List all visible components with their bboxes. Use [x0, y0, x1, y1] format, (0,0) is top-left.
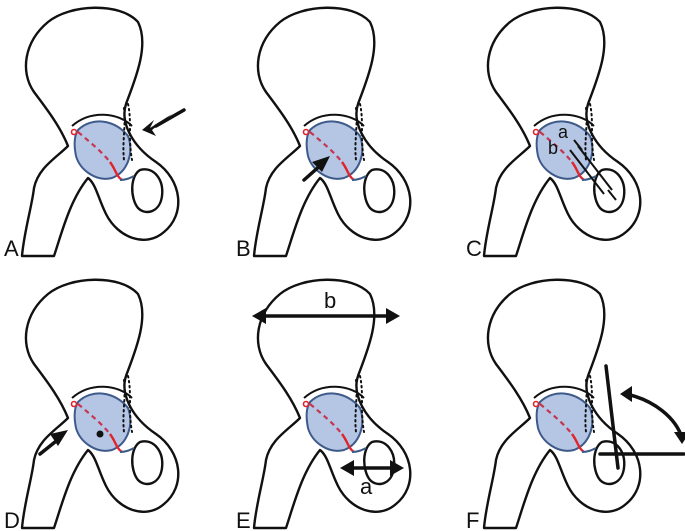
- annotation-a-c: a: [558, 122, 569, 142]
- panel-a: A: [4, 6, 186, 261]
- panel-c: a b C: [466, 6, 642, 261]
- panel-label-a: A: [4, 236, 19, 261]
- panel-label-f: F: [466, 508, 479, 531]
- arrow-b: [312, 156, 330, 172]
- panel-label-b: B: [236, 236, 251, 261]
- arrow-d: [50, 430, 68, 446]
- panel-label-e: E: [236, 508, 251, 531]
- panel-e: b a E: [236, 278, 412, 531]
- panel-label-d: D: [4, 508, 20, 531]
- annotation-a-e: a: [360, 474, 373, 499]
- annotation-b-e: b: [324, 288, 336, 313]
- annotation-b-c: b: [548, 138, 558, 158]
- panel-f: F: [466, 278, 685, 531]
- panel-b: B: [236, 6, 412, 261]
- panel-d: D: [4, 278, 180, 531]
- panel-label-c: C: [466, 236, 482, 261]
